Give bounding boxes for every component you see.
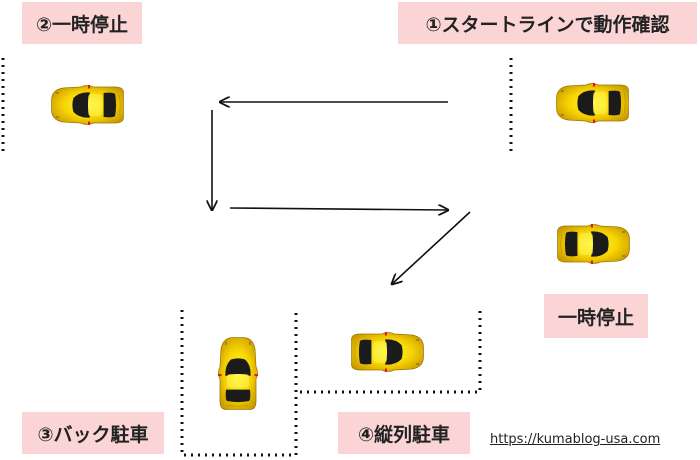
label-parallel-parking: ④縦列駐車 [338,412,470,454]
car-start [556,82,629,124]
label-start-line: ①スタートラインで動作確認 [398,2,697,44]
route-arrow-3 [229,208,448,210]
source-url-link[interactable]: https://kumablog-usa.com [490,432,661,447]
car-back-parking [217,337,259,410]
label-stop: 一時停止 [544,294,648,338]
label-stop-2: ②一時停止 [22,2,142,44]
route-arrow-4 [392,211,471,284]
label-back-parking: ③バック駐車 [22,412,164,454]
car-stop2 [51,84,124,126]
car-stop [557,223,630,265]
car-parallel [351,331,424,373]
